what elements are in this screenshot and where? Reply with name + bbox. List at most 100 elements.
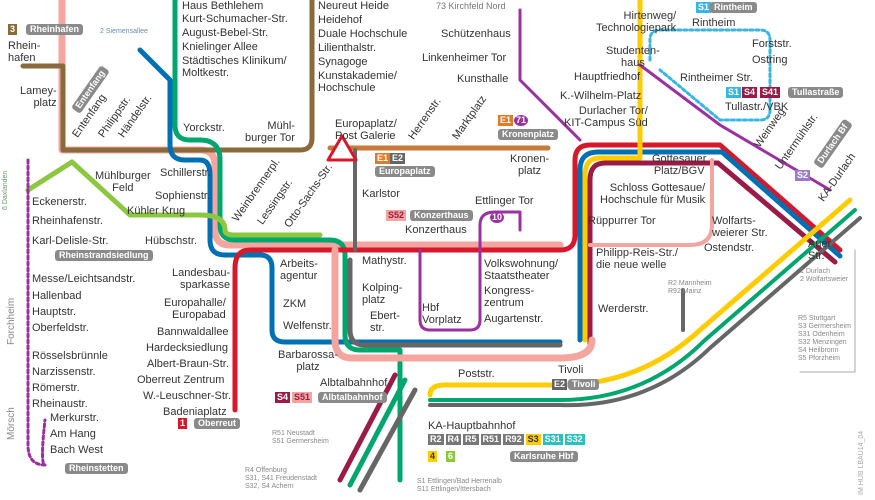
stop-badge-rheinstrandsiedlung[interactable]: Rheinstrandsiedlung [55, 250, 153, 261]
line-grey-south [347, 257, 563, 348]
destination-label: 73 Kirchfeld Nord [436, 1, 506, 11]
line-r92-badge: R92 [503, 434, 524, 445]
line-6-lightgreen [25, 159, 323, 238]
station-label: Bach West [50, 444, 103, 456]
line-10-badge: 10 [490, 212, 505, 223]
area-label: Mörsch [6, 407, 17, 440]
line-purple-east [638, 63, 832, 192]
station-label: Haus Bethlehem [182, 0, 264, 12]
line-e2-badge: E2 [552, 379, 568, 390]
station-label: Eckenerstr. [32, 196, 88, 208]
station-label: Wolfarts- weierer Str. [712, 215, 768, 239]
station-label: Schillerstr. [160, 167, 211, 179]
station-label: Poststr. [458, 368, 495, 380]
station-label: Rintheimer Str. [680, 72, 753, 84]
line-3-badge: 3 [8, 24, 18, 35]
destination-label: R2 Mannheim R92 Mainz [668, 280, 712, 295]
line-s1-badge: S1 [696, 2, 712, 13]
station-label: Europaplatz/ Post Galerie [335, 118, 397, 142]
line-s52-badge: S52 [386, 210, 407, 221]
station-label: Hauptfriedhof [574, 71, 641, 83]
station-label: Rheinaustr. [32, 398, 88, 410]
station-label: Messe/Leichtsandstr. [32, 273, 136, 285]
station-label: Rösselsbrünnle [32, 350, 108, 362]
map-code: IM HUB LBAU14_04 [858, 430, 865, 495]
station-label: Karlstor [362, 188, 400, 200]
legend-border [799, 249, 856, 373]
station-label: Forststr. [752, 38, 792, 50]
station-label: Am Hang [50, 428, 96, 440]
stop-badge-rheinhafen[interactable]: Rheinhafen [26, 24, 84, 35]
stop-badge-oberreut[interactable]: Oberreut [194, 418, 241, 429]
line-s4-badge: S4 [275, 392, 291, 403]
destination-label: S1 Ettlingen/Bad Herrenalb S11 Ettlingen… [417, 478, 502, 493]
stop-badge-tullastrasse[interactable]: Tullastraße [788, 87, 844, 98]
station-label: Augartenstr. [484, 313, 544, 325]
destination-label: R4 Offenburg S31, S41 Freudenstadt S32, … [245, 467, 317, 490]
station-label: K.-Wilhelm-Platz [560, 90, 642, 102]
stop-badge-rheinstetten[interactable]: Rheinstetten [65, 463, 128, 474]
line-purple-loop [418, 210, 522, 332]
stop-badge-konzerthaus[interactable]: Konzerthaus [410, 210, 473, 221]
station-label: Städtisches Klinikum/ Moltkestr. [182, 55, 287, 79]
station-label: Barbarossa- platz [278, 349, 338, 373]
station-label: Neureut Heide [318, 0, 389, 12]
line-6-badge: 6 [446, 451, 456, 462]
line-s4-badge: S4 [742, 87, 758, 98]
station-label: Ettlinger Tor [475, 195, 534, 207]
destination-label: 6 Daxlanden [2, 170, 9, 210]
station-label: Sophienstr. [155, 190, 211, 202]
line-3-brown [20, 0, 315, 153]
station-label: Rheinhafenstr. [32, 215, 103, 227]
stop-badge-tivoli[interactable]: Tivoli [568, 379, 600, 390]
destination-label: R5 Stuttgart S3 Germersheim S31 Odenheim… [798, 315, 851, 362]
station-label: Gottesauer Platz/BGV [652, 153, 707, 177]
station-label: Kunsthalle [457, 73, 509, 85]
station-label: Oberfeldstr. [32, 322, 89, 334]
station-label: Kolping- platz [362, 282, 403, 306]
station-label: Hauptstr. [32, 306, 77, 318]
line-4-badge: 4 [428, 451, 438, 462]
stop-badge-albtalbahnhof[interactable]: Albtalbahnhof [318, 392, 387, 403]
stop-badge-europaplatz[interactable]: Europaplatz [375, 166, 435, 177]
station-label: Mathystr. [362, 255, 407, 267]
station-label: Schloss Gottesaue/ Hochschule für Musik [600, 182, 706, 206]
line-hbf-east-green [428, 208, 857, 402]
station-label: Merkurstr. [50, 412, 99, 424]
line-purple-west-dotted [26, 158, 47, 467]
station-label: ZKM [283, 298, 307, 310]
stop-badge-kronenplatz[interactable]: Kronenplatz [498, 129, 559, 140]
line-s1-rintheim-dotted [648, 28, 772, 122]
station-label: Kunstakademie/ Hochschule [318, 70, 397, 94]
station-label: Kurt-Schumacher-Str. [182, 13, 288, 25]
stop-badge-rintheim[interactable]: Rintheim [710, 2, 757, 13]
line-purple-north [518, 8, 582, 142]
station-label: Bannwaldallee [157, 326, 229, 338]
stop-badge-karlsruhe-hbf[interactable]: Karlsruhe Hbf [510, 451, 578, 462]
station-label: Europahalle/ Europabad [164, 297, 226, 321]
line-e1-badge: E1 [375, 153, 391, 164]
station-label: Tullastr./VBK [725, 101, 789, 113]
hbf-line-badges: R2 R4 R5 R51 R92 S3 S31 S32 [428, 434, 585, 445]
station-label: Kühler Krug [127, 205, 186, 217]
station-label: Rüppurrer Tor [588, 215, 656, 227]
station-label: Ostring [752, 54, 788, 66]
destination-label: 1 Durlach 2 Wolfartsweier [800, 268, 849, 283]
line-r4-badge: R4 [445, 434, 462, 445]
station-label: Volkswohnung/ Staatstheater [484, 258, 558, 282]
station-label: Landesbau- sparkasse [172, 267, 231, 291]
line-s1-badge: S1 [726, 87, 742, 98]
line-s41-badge: S41 [760, 87, 781, 98]
station-label: Knielinger Allee [182, 41, 258, 53]
station-label: Werderstr. [598, 303, 649, 315]
station-label: KA-Hauptbahnhof [428, 420, 516, 432]
destination-label: R51 Neustadt S51 Germersheim [272, 430, 329, 445]
station-label: Arbeits- agentur [280, 258, 318, 282]
line-s3-badge: S3 [525, 434, 541, 445]
station-label: Hbf Vorplatz [422, 302, 462, 326]
station-label: Rhein- hafen [8, 40, 41, 64]
line-southwest-2 [347, 377, 408, 488]
station-label: Linkenheimer Tor [422, 52, 507, 64]
area-label: Forchheim [6, 297, 17, 345]
destination-label: 2 Siemensallee [100, 28, 148, 35]
